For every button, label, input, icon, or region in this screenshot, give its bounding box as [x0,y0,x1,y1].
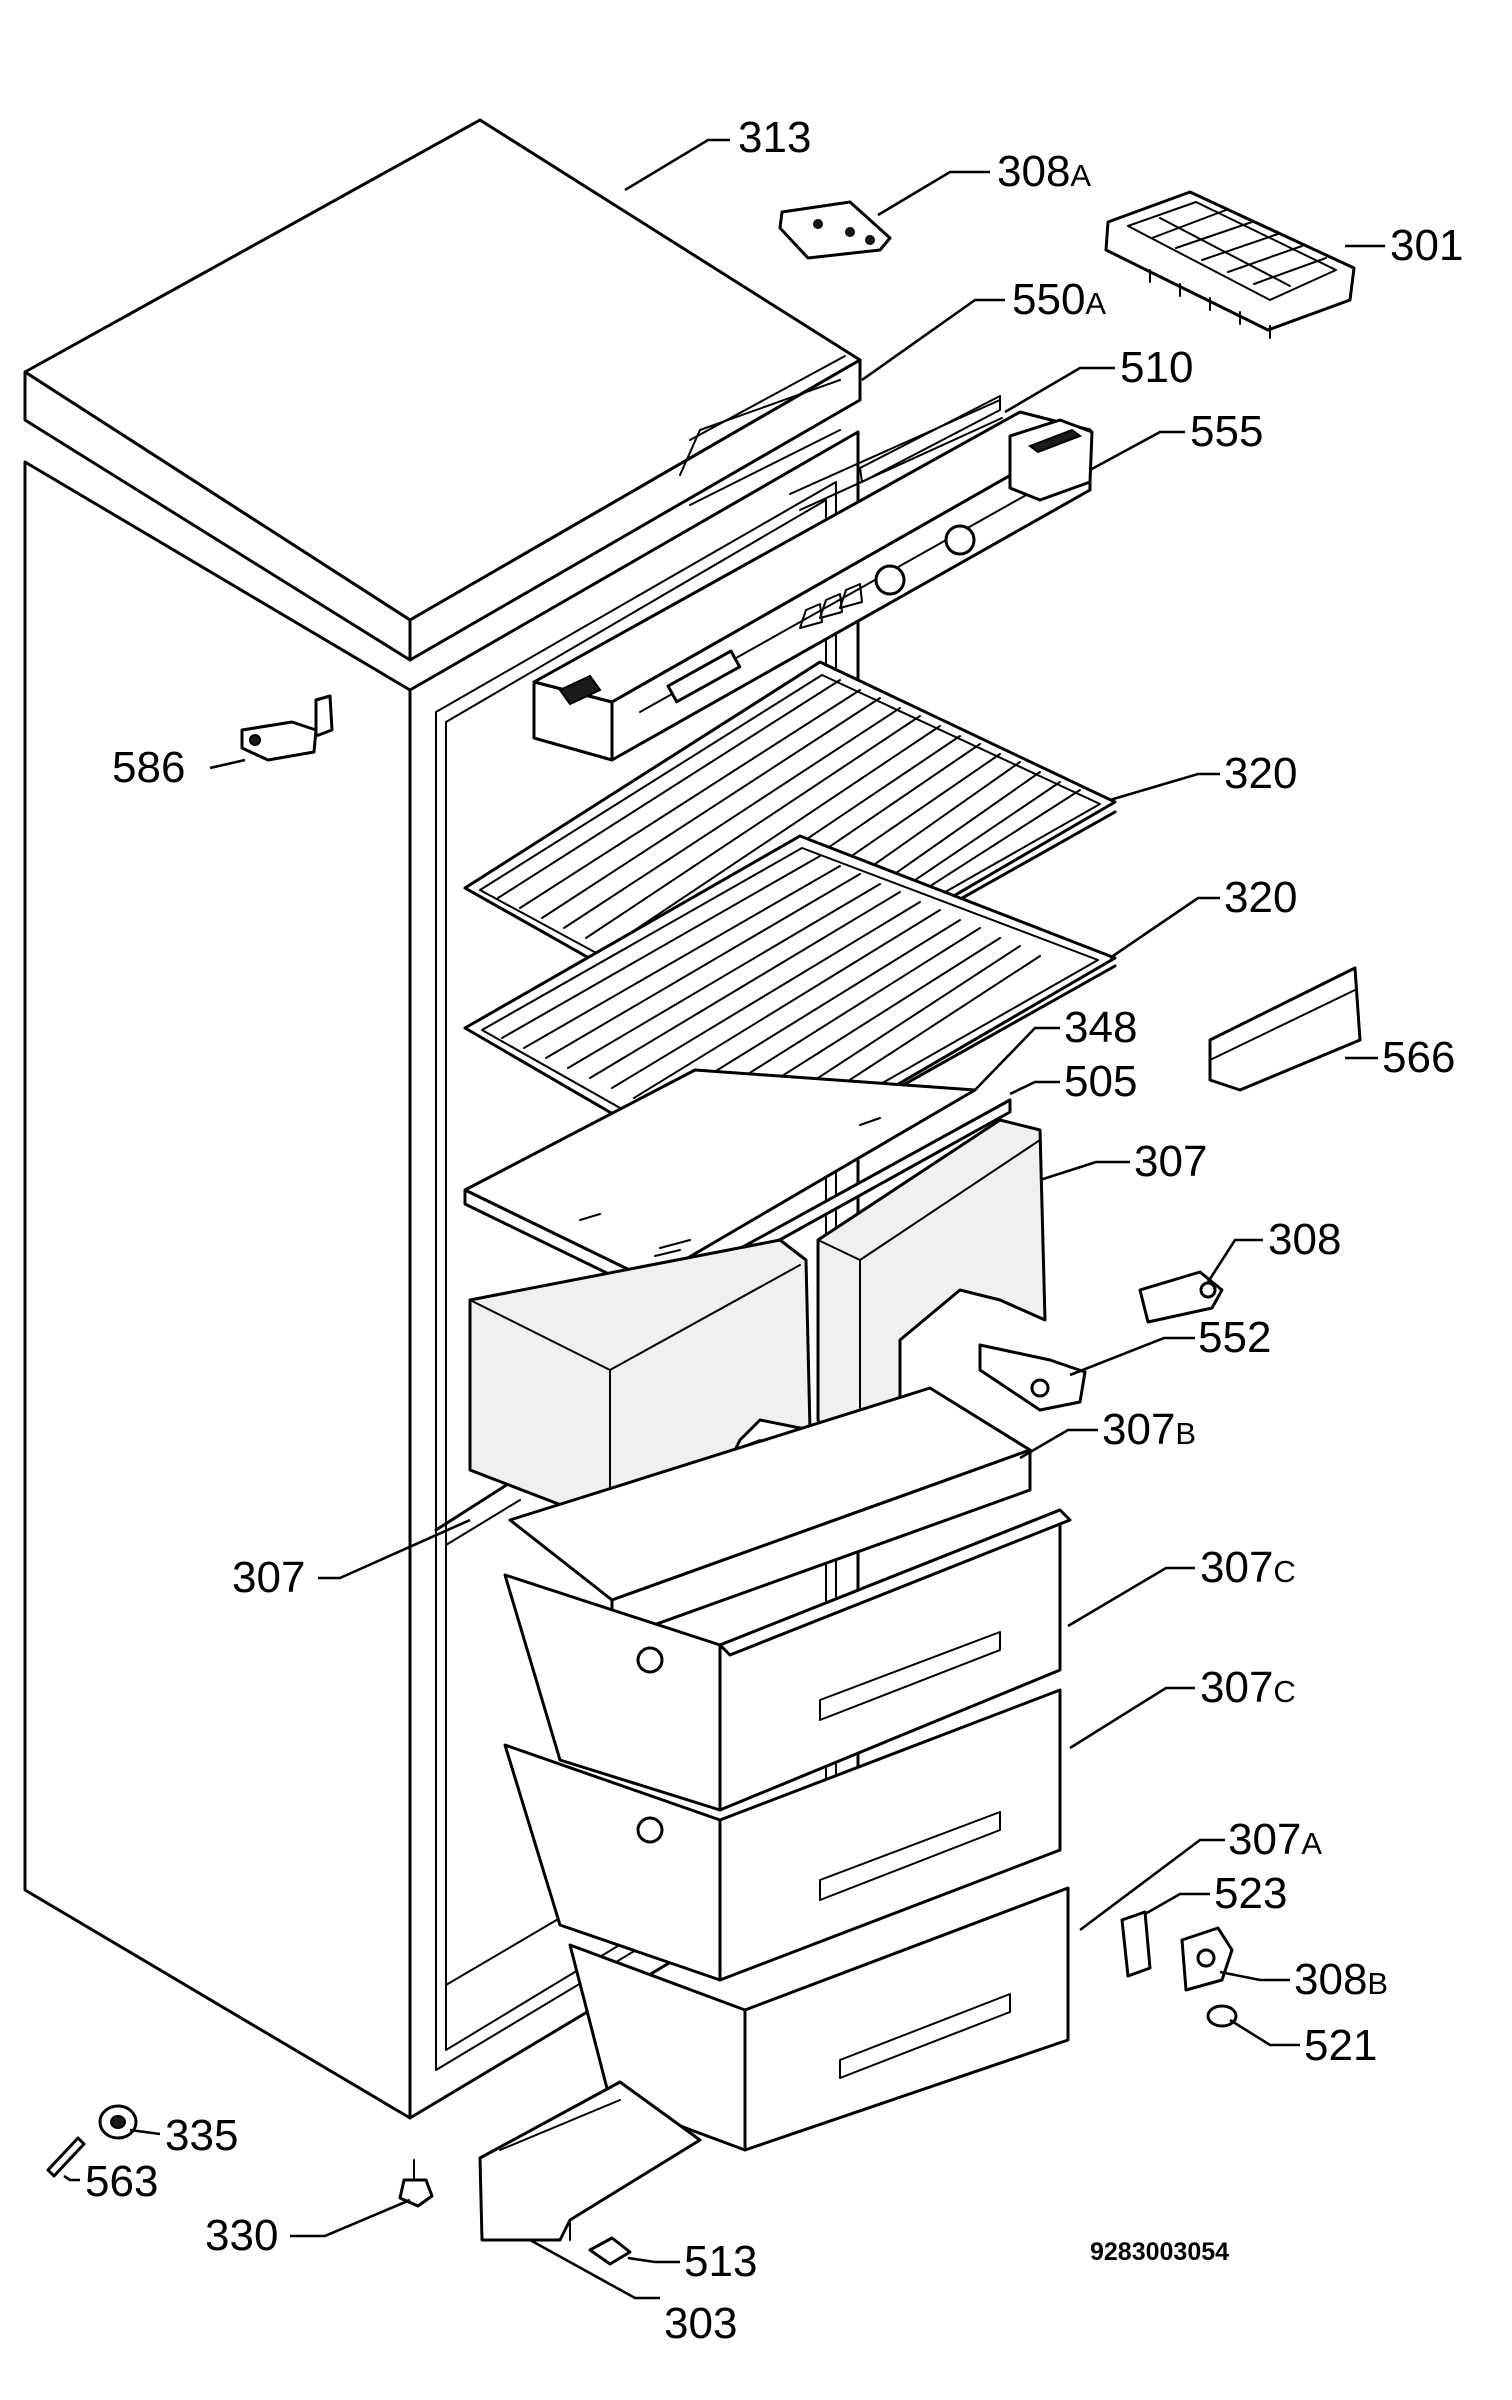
label-555: 555 [1190,407,1263,456]
label-303: 303 [664,2299,737,2348]
label-308a-num: 308 [997,147,1070,196]
label-550a-suffix: A [1085,286,1106,321]
label-307b-suffix: B [1175,1416,1196,1451]
label-552: 552 [1198,1313,1271,1362]
label-308: 308 [1268,1215,1341,1264]
hinge-308 [1138,1270,1224,1324]
hinge-pin-552 [978,1343,1087,1412]
label-510: 510 [1120,343,1193,392]
label-307c-upper: 307C [1200,1543,1296,1592]
label-301: 301 [1390,221,1463,270]
freezer-drawer-307c-lower [503,1688,1062,1982]
freezer-drawer-307c-upper [503,1508,1072,1812]
hinge-cover-523 [1120,1910,1152,1978]
label-307c-lower: 307C [1200,1663,1296,1712]
label-320-upper: 320 [1224,749,1297,798]
label-586: 586 [112,743,185,792]
label-307a: 307A [1228,1815,1322,1864]
bottom-hinge-308b [1180,1926,1234,1992]
label-308b: 308B [1294,1955,1388,2004]
label-308b-num: 308 [1294,1955,1367,2004]
adjustable-foot-330 [398,2159,434,2208]
clip-513 [588,2236,632,2266]
control-cover-555 [1008,418,1094,502]
label-563: 563 [85,2157,158,2206]
label-521: 521 [1304,2021,1377,2070]
drawer-cover-307b [508,1386,1032,1642]
label-307a-suffix: A [1301,1826,1322,1861]
label-330: 330 [205,2211,278,2260]
cabinet-top-cover [23,118,862,662]
label-307c-upper-suffix: C [1273,1554,1295,1589]
label-566: 566 [1382,1033,1455,1082]
plinth-303 [478,2080,702,2242]
part-labels: 313 308A 301 550A 510 555 586 320 320 56… [85,113,1463,2348]
glass-shelf-348 [463,1068,977,1296]
door-shelf-566 [1208,966,1362,1092]
label-307c-lower-num: 307 [1200,1663,1273,1712]
label-307-left: 307 [232,1553,305,1602]
label-313: 313 [738,113,811,162]
label-505: 505 [1064,1057,1137,1106]
leader-lines [63,138,1385,2300]
label-307-top: 307 [1134,1137,1207,1186]
label-550a: 550A [1012,275,1106,324]
pin-563 [46,2136,86,2178]
label-308a: 308A [997,147,1091,196]
label-348: 348 [1064,1003,1137,1052]
label-307b: 307B [1102,1405,1196,1454]
label-307b-num: 307 [1102,1405,1175,1454]
label-307c-lower-suffix: C [1273,1674,1295,1709]
label-335: 335 [165,2111,238,2160]
light-cover-550a [689,399,1003,511]
label-550a-num: 550 [1012,275,1085,324]
label-513: 513 [684,2237,757,2286]
foot-521 [1206,2004,1238,2028]
bracket-586 [240,694,334,762]
top-hinge-308a [778,200,892,260]
label-320-lower: 320 [1224,873,1297,922]
control-panel-510 [532,395,1092,762]
label-308a-suffix: A [1070,158,1091,193]
spacer-335 [98,2104,138,2140]
label-523: 523 [1214,1869,1287,1918]
label-308b-suffix: B [1367,1966,1388,2001]
ice-cube-tray-301 [1104,190,1356,339]
diagram-reference-number: 9283003054 [1090,2238,1229,2266]
label-307a-num: 307 [1228,1815,1301,1864]
label-307c-upper-num: 307 [1200,1543,1273,1592]
